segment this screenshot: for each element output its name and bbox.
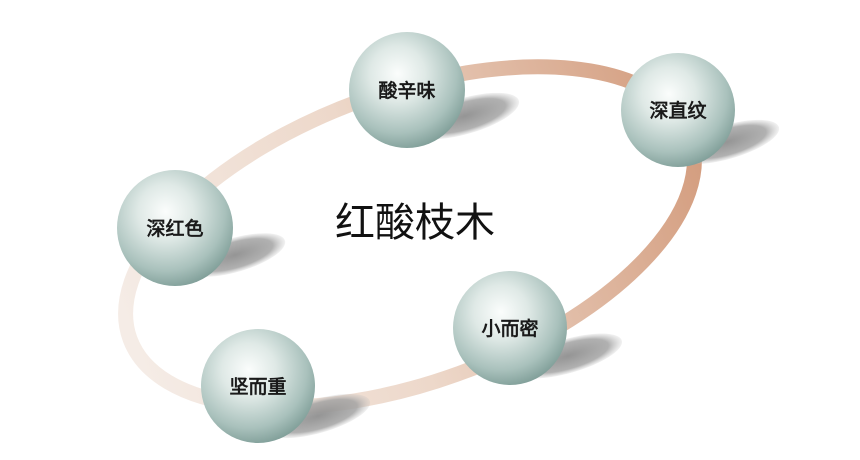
node-sour-spicy: 酸辛味 [349,32,520,148]
node-label: 小而密 [481,317,538,340]
node-label: 酸辛味 [378,79,435,102]
node-deep-straight-grain: 深直纹 [621,53,780,167]
node-sphere [117,170,233,286]
node-sphere [453,271,567,385]
diagram-title: 红酸枝木 [335,200,495,246]
node-label: 深红色 [146,217,203,240]
node-sphere [621,53,735,167]
node-hard-heavy: 坚而重 [201,329,371,443]
node-small-dense: 小而密 [453,271,623,385]
node-sphere [349,32,465,148]
node-label: 坚而重 [229,376,286,398]
node-sphere [201,329,315,443]
node-label: 深直纹 [649,99,707,122]
node-deep-red-color: 深红色 [117,170,286,286]
